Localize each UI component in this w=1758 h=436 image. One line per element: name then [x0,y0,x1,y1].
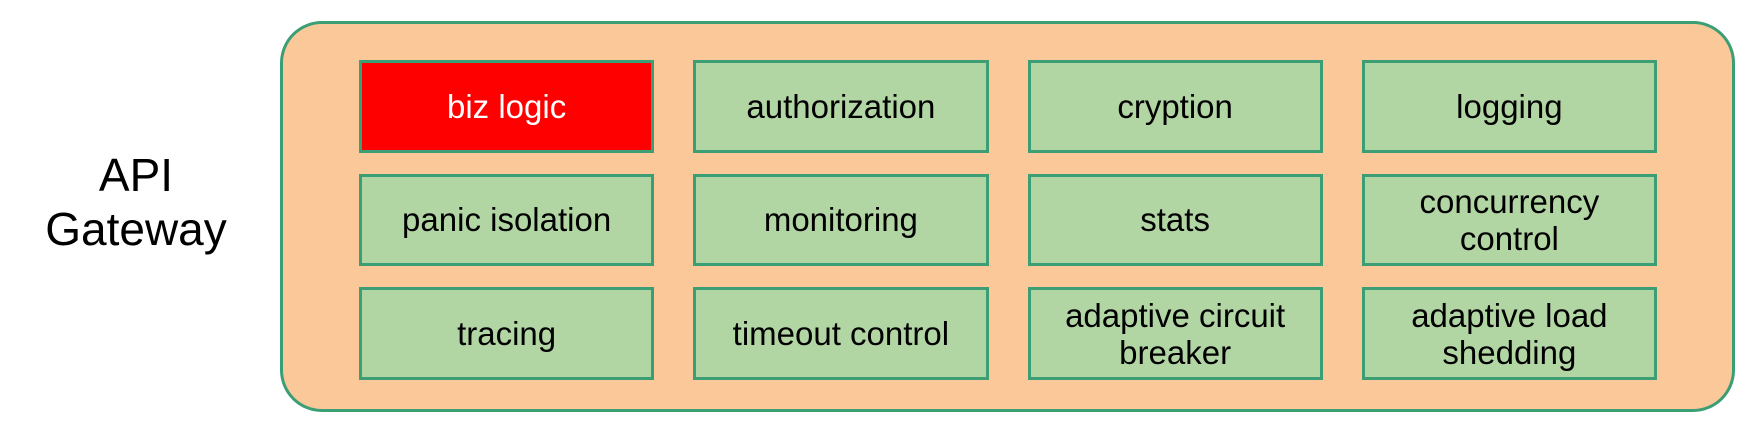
api-gateway-label: API Gateway [45,149,227,255]
feature-box-timeout-control[interactable]: timeout control [693,287,989,380]
feature-box-stats[interactable]: stats [1027,173,1323,267]
feature-box-adaptive-circuit-breaker[interactable]: adaptive circuit breaker [1027,287,1323,380]
feature-box-logging[interactable]: logging [1361,60,1657,153]
feature-box-biz-logic[interactable]: biz logic [359,60,655,153]
feature-box-concurrency-control[interactable]: concurrency control [1361,173,1657,267]
middleware-grid: biz logic authorization cryption logging… [359,60,1657,380]
feature-box-panic-isolation[interactable]: panic isolation [359,173,655,267]
feature-box-cryption[interactable]: cryption [1027,60,1323,153]
feature-box-tracing[interactable]: tracing [359,287,655,380]
feature-box-adaptive-load-shedding[interactable]: adaptive load shedding [1361,287,1657,380]
feature-box-authorization[interactable]: authorization [693,60,989,153]
feature-box-monitoring[interactable]: monitoring [693,173,989,267]
api-gateway-container: biz logic authorization cryption logging… [280,21,1735,412]
